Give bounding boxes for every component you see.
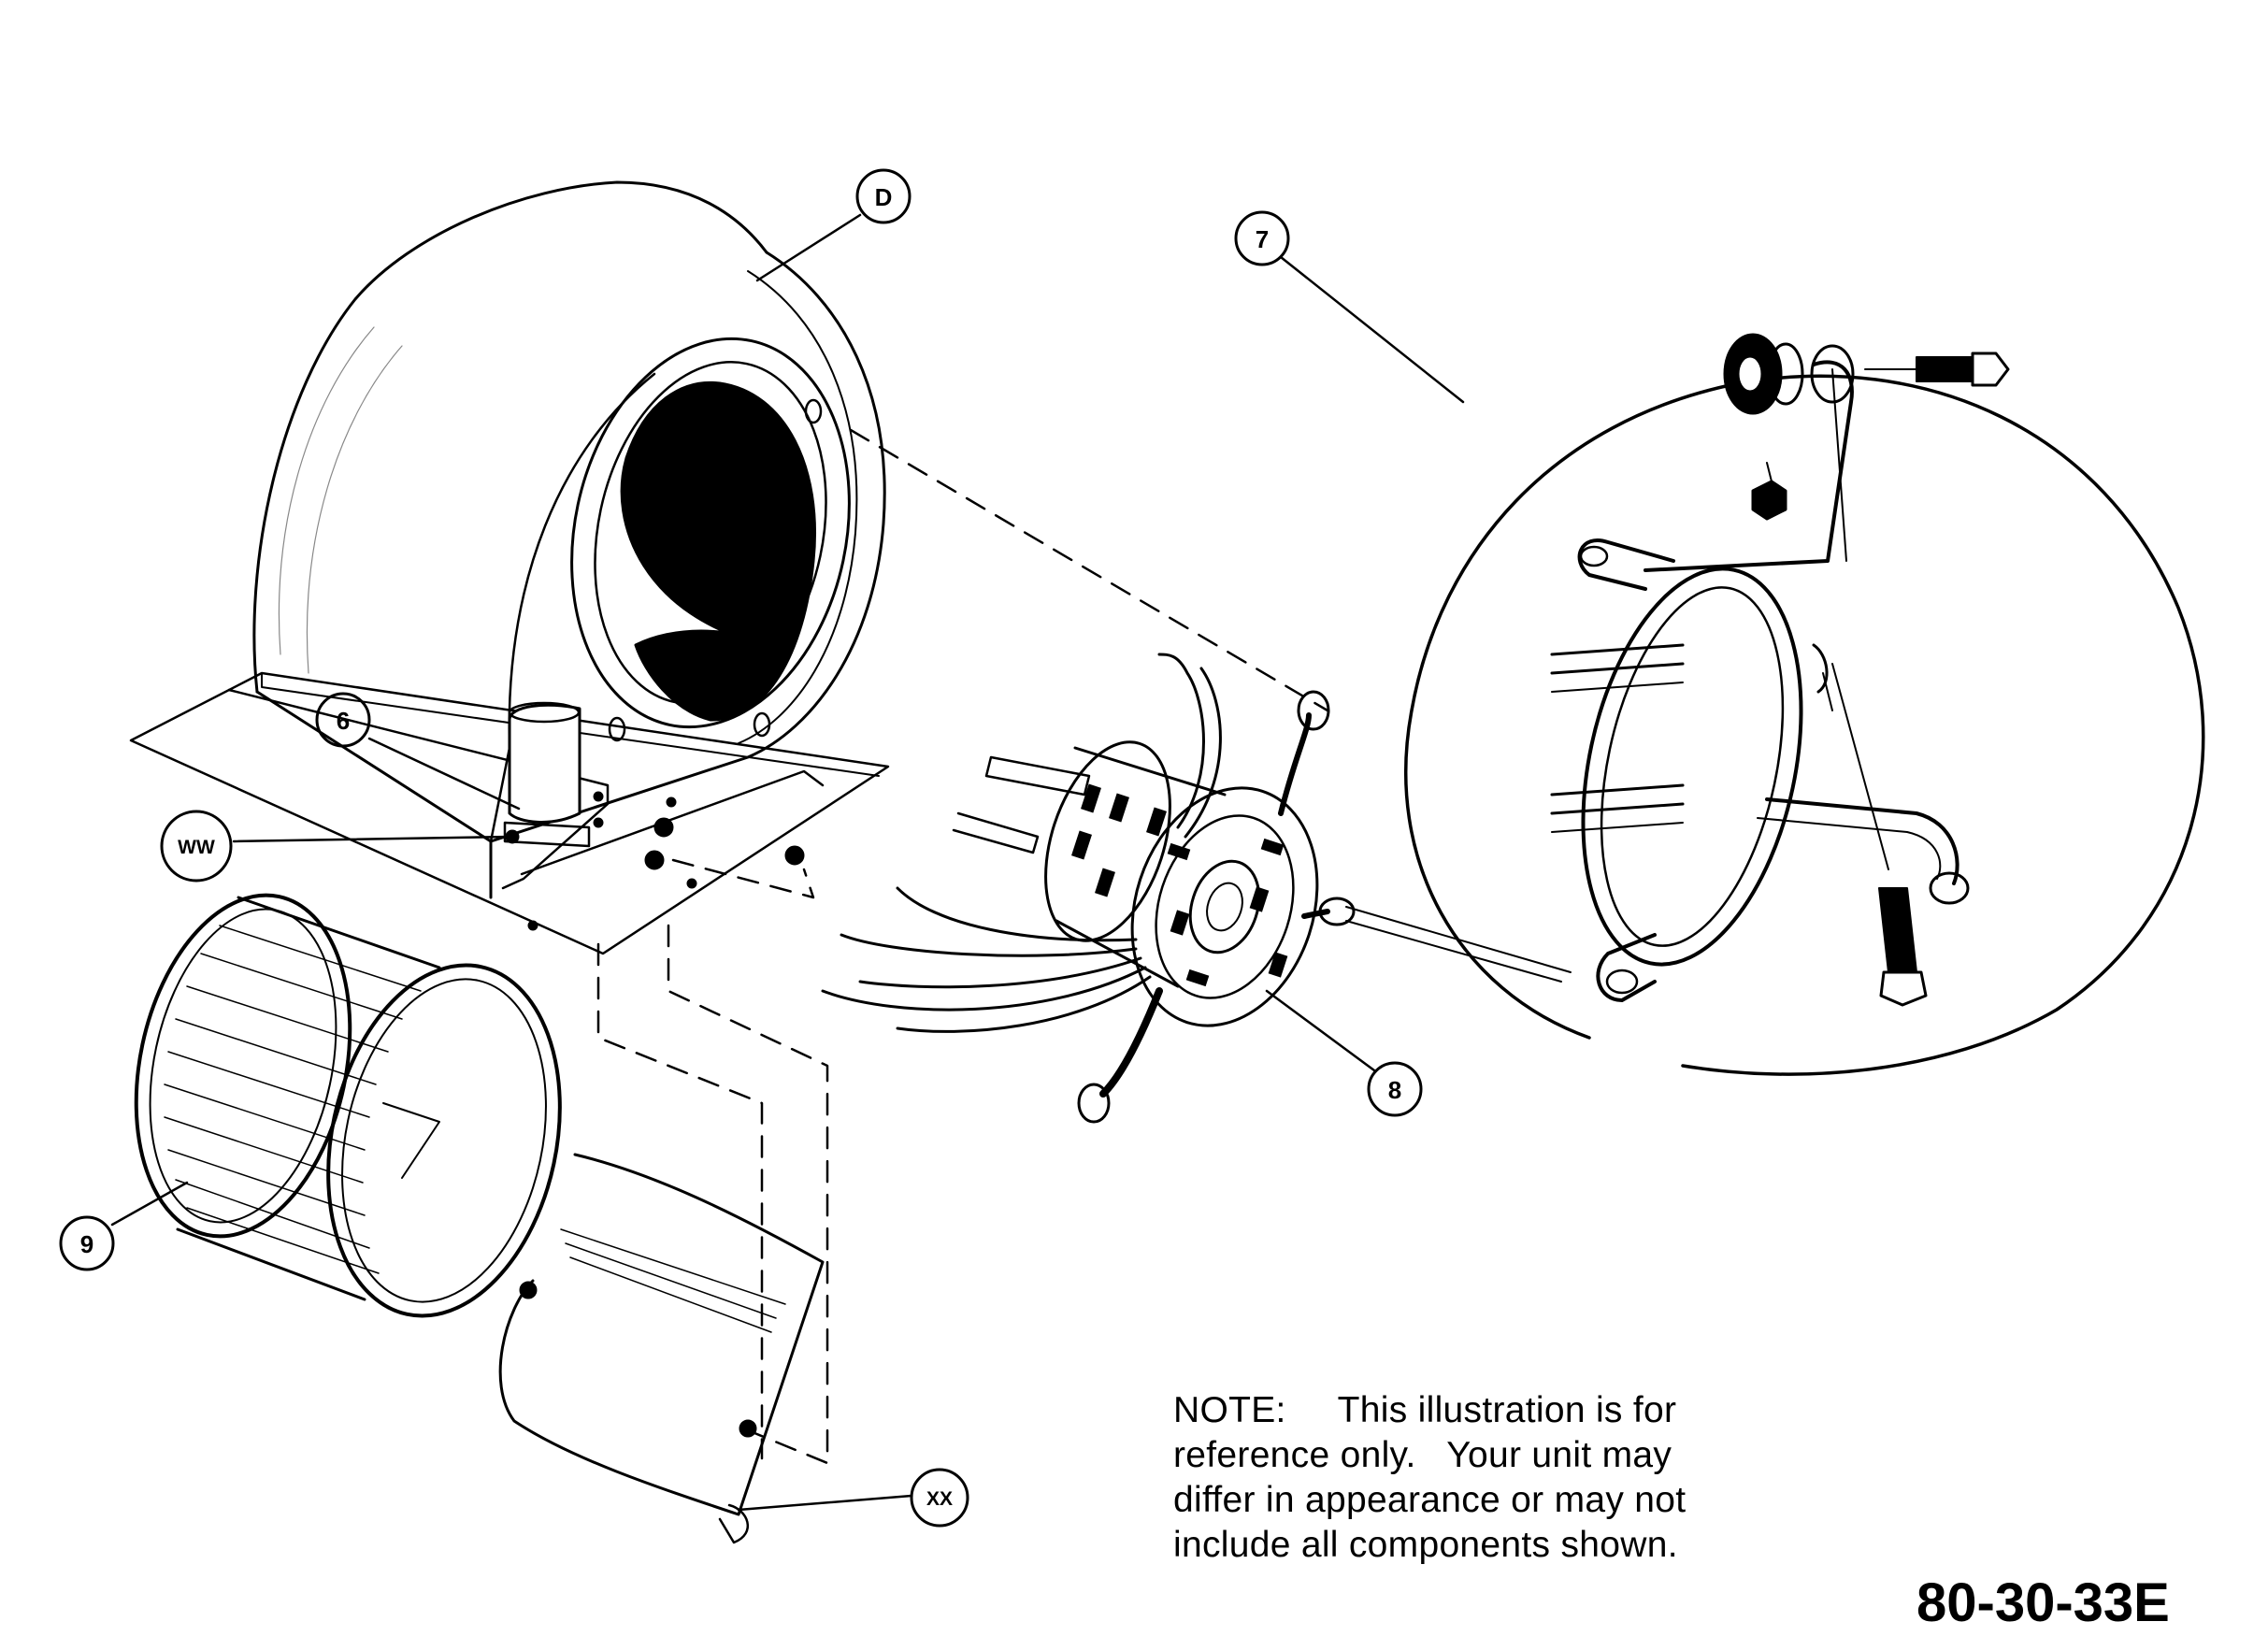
callout-D: D <box>855 168 912 224</box>
note-line: include all components shown. <box>1173 1525 1678 1565</box>
callout-9: 9 <box>59 1215 115 1271</box>
assembly-dashed-lines <box>596 428 1329 1465</box>
capacitor <box>503 701 591 848</box>
svg-text:9: 9 <box>80 1230 93 1258</box>
blower-housing <box>129 180 890 955</box>
reference-note: NOTE: This illustration is for reference… <box>1173 1388 1734 1568</box>
note-line: reference only. Your unit may <box>1173 1435 1672 1475</box>
svg-text:D: D <box>875 183 893 211</box>
svg-text:6: 6 <box>337 707 350 735</box>
motor-mount-detail <box>1345 333 2205 1076</box>
blower-wheel <box>134 893 562 1318</box>
callout-XX: XX <box>910 1468 969 1528</box>
svg-text:7: 7 <box>1256 225 1269 253</box>
svg-text:WW: WW <box>178 837 215 858</box>
note-line: NOTE: This illustration is for <box>1173 1390 1677 1430</box>
base-plate-screws <box>527 791 805 931</box>
callout-7: 7 <box>1234 210 1290 266</box>
svg-text:XX: XX <box>926 1488 953 1510</box>
note-line: differ in appearance or may not <box>1173 1480 1687 1520</box>
figure-code: 80-30-33E <box>1916 1572 2170 1633</box>
callout-WW: WW <box>160 810 233 883</box>
blower-motor <box>821 653 1356 1124</box>
cutoff-plate <box>498 1153 825 1544</box>
svg-text:8: 8 <box>1388 1076 1401 1104</box>
leader-lines <box>110 213 1465 1512</box>
callout-6: 6 <box>315 692 371 748</box>
callout-8: 8 <box>1367 1061 1423 1117</box>
